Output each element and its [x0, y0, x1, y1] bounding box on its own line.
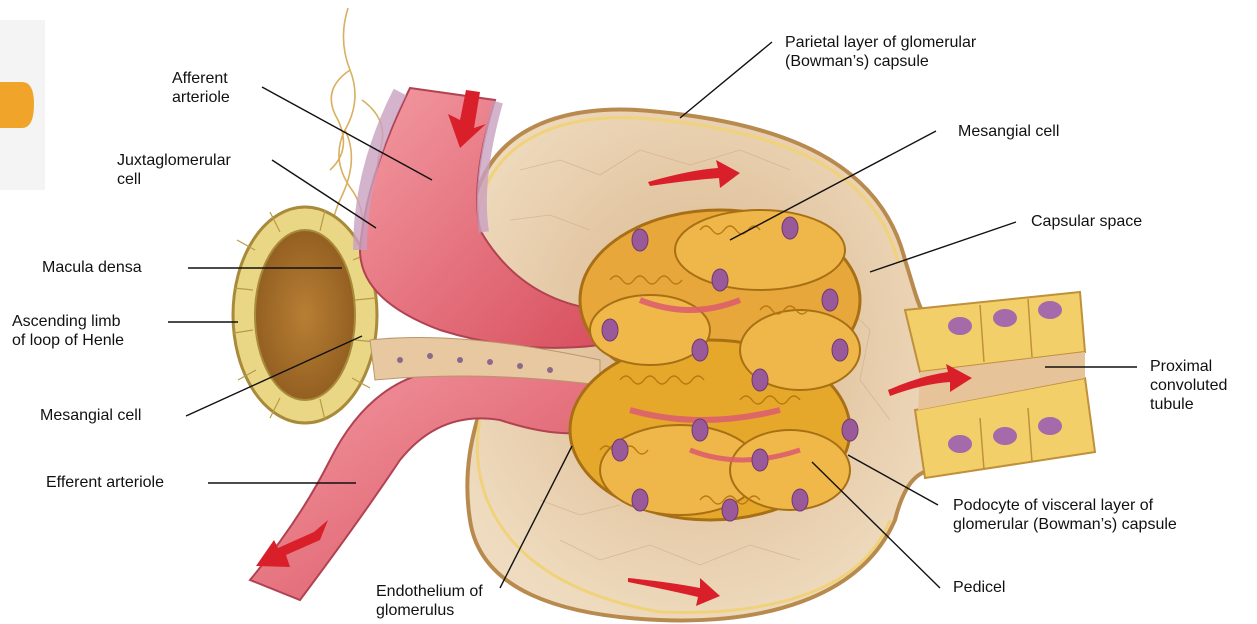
label-pedicel: Pedicel [953, 578, 1005, 597]
label-efferent-arteriole: Efferent arteriole [46, 473, 164, 492]
label-podocyte: Podocyte of visceral layer of glomerular… [953, 496, 1177, 534]
label-proximal-tubule: Proximal convoluted tubule [1150, 357, 1227, 414]
label-parietal-layer: Parietal layer of glomerular (Bowman’s) … [785, 33, 976, 71]
partial-cell-shape [0, 20, 45, 190]
leader-parietal [680, 42, 772, 118]
label-afferent-arteriole: Afferent arteriole [172, 69, 230, 107]
label-juxtaglomerular-cell: Juxtaglomerular cell [117, 151, 231, 189]
proximal-tubule [905, 292, 1095, 478]
label-ascending-limb: Ascending limb of loop of Henle [12, 312, 124, 350]
label-endothelium: Endothelium of glomerulus [376, 582, 483, 620]
label-mesangial-cell-right: Mesangial cell [958, 122, 1059, 141]
label-capsular-space: Capsular space [1031, 212, 1142, 231]
glomerulus-podocytes [570, 210, 860, 521]
label-mesangial-cell-left: Mesangial cell [40, 406, 141, 425]
label-macula-densa: Macula densa [42, 258, 142, 277]
